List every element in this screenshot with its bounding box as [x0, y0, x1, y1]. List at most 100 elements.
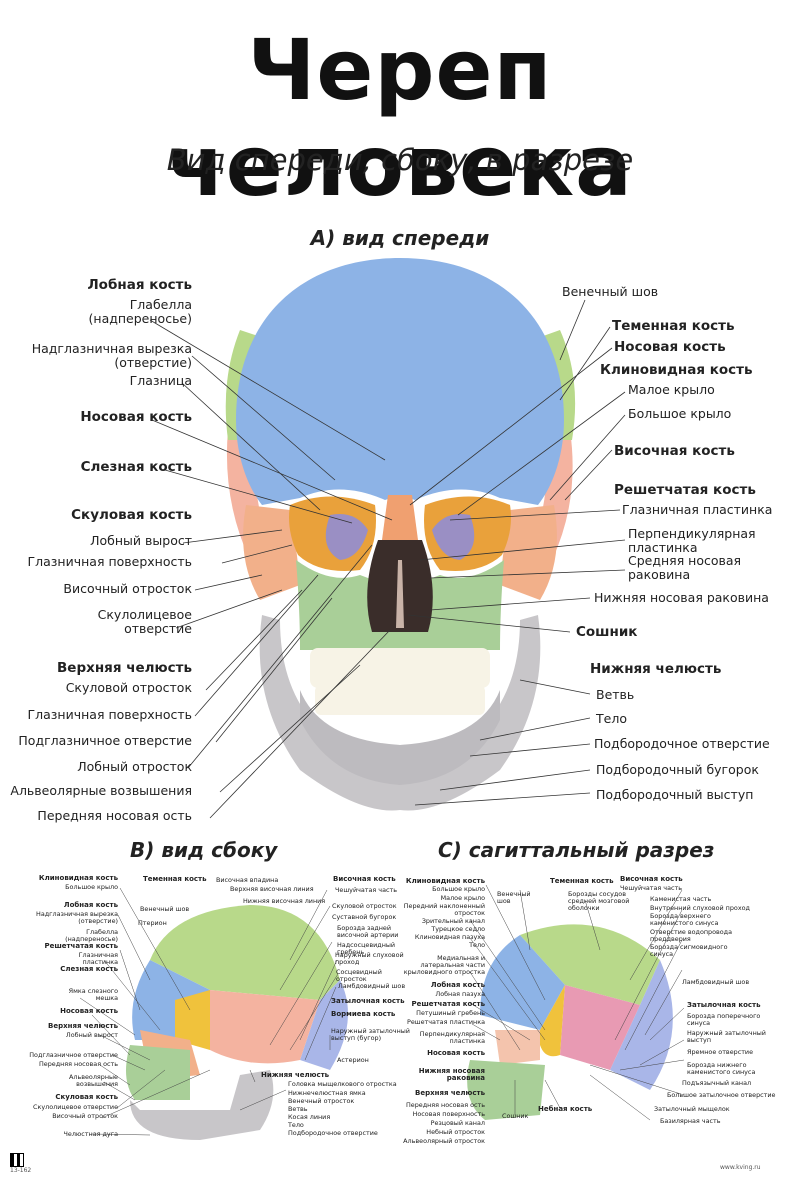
side-temporal [210, 990, 320, 1064]
sag-left-label: Передний наклоненный отросток [403, 902, 485, 917]
side-right-label: Наружный затылочный выступ (бугор) [331, 1027, 410, 1042]
front-left-label: Скуловая кость [71, 507, 192, 523]
footer-code: 13-162 [10, 1167, 32, 1174]
side-sphenoid [175, 990, 210, 1050]
sag-right-label: Отверстие водопровода преддверия [650, 928, 733, 943]
side-left-label: Глазничная пластинка [78, 951, 118, 966]
side-left-label: Альвеолярные возвышения [69, 1073, 118, 1088]
side-left-label: Скуловая кость [55, 1093, 118, 1101]
front-leader-lines [149, 299, 626, 819]
front-right-label: Тело [596, 711, 627, 726]
side-left-label: Лобная кость [63, 901, 118, 909]
side-left-label: Надглазничная вырезка (отверстие) [36, 910, 118, 925]
sag-right-label: Базилярная часть [660, 1117, 721, 1125]
front-left-label: Надглазничная вырезка (отверстие) [31, 341, 192, 370]
sag-top-label: Теменная кость [550, 877, 614, 885]
sag-top-label: Борозды сосудов средней мозговой оболочк… [568, 890, 630, 912]
sag-right-label: Борозда нижнего каменистого синуса [687, 1061, 756, 1076]
sagittal-leader-lines [469, 884, 685, 1121]
sag-left-label: Решетчатая пластинка [406, 1018, 485, 1026]
front-left-label: Глазница [129, 373, 192, 388]
sag-left-label: Лобная кость [430, 981, 485, 989]
front-left-label: Лобная кость [87, 277, 192, 293]
front-right-label: Подбородочный бугорок [596, 762, 759, 777]
vomer [396, 560, 404, 628]
sag-right-label: Подъязычный канал [682, 1079, 752, 1087]
side-bottom-label: Косая линия [288, 1113, 331, 1121]
sag-left-label: Носовая поверхность [412, 1110, 485, 1118]
side-right-label: Сосцевидный отросток [336, 968, 382, 983]
side-bottom-label: Венечный отросток [288, 1097, 355, 1105]
sag-left-label: Малое крыло [440, 894, 485, 902]
side-left-label: Клиновидная кость [38, 874, 118, 882]
zygomatic-right [500, 505, 557, 600]
front-right-label: Перпендикулярная пластинка [628, 526, 756, 555]
side-maxilla [126, 1045, 190, 1100]
qr-code-icon [10, 1153, 24, 1167]
sagittal-skull [467, 924, 673, 1120]
side-left-label: Слезная кость [60, 965, 118, 973]
front-right-label: Венечный шов [562, 284, 659, 299]
nasal-bone [382, 495, 418, 540]
side-bottom-label: Нижняя челюсть [261, 1071, 330, 1079]
front-right-label: Нижняя челюсть [590, 661, 722, 677]
sag-maxilla [467, 1060, 545, 1120]
sag-right-label: Внутренний слуховой проход [650, 904, 750, 912]
orbit-right-deep [432, 514, 475, 560]
side-left-label: Подглазничное отверстие [29, 1051, 118, 1059]
front-left-label: Височный отросток [63, 581, 192, 596]
sag-left-label: Верхняя челюсть [415, 1089, 485, 1097]
sag-left-label: Зрительный канал [421, 917, 485, 925]
front-left-label: Альвеолярные возвышения [10, 783, 192, 798]
upper-teeth [310, 648, 490, 688]
side-bottom-label: Ветвь [288, 1105, 308, 1113]
sag-left-label: Нижняя носовая раковина [418, 1067, 485, 1082]
side-right-label: Астерион [337, 1056, 369, 1064]
sag-left-label: Медиальная и латеральная части крыловидн… [403, 954, 485, 976]
sag-left-label: Тело [469, 941, 485, 949]
front-left-label: Подглазничное отверстие [18, 733, 192, 748]
side-bottom-label: Тело [288, 1121, 304, 1129]
side-right-label: Суставной бугорок [332, 913, 397, 921]
sag-right-label: Большое затылочное отверстие [667, 1091, 776, 1099]
sag-parietal [520, 924, 660, 1005]
side-left-label: Передняя носовая ость [38, 1060, 118, 1068]
sag-ethmoid [495, 1030, 540, 1065]
front-right-label: Теменная кость [612, 318, 735, 334]
sag-right-label: Яремное отверстие [687, 1048, 754, 1056]
side-leader-lines [79, 887, 339, 1136]
sag-left-label: Турецкое седло [431, 925, 485, 933]
front-left-label: Глабелла (надпереносье) [88, 297, 192, 326]
side-left-label: Ямка слезного мешка [68, 987, 118, 1002]
front-right-label: Ветвь [596, 687, 635, 702]
sag-right-label: Борозда сигмовидного синуса [650, 943, 728, 958]
sag-occipital [610, 960, 673, 1090]
side-right-label: Чешуйчатая часть [335, 886, 397, 894]
sag-right-label: Борозда поперечного синуса [687, 1012, 761, 1027]
front-right-label: Малое крыло [628, 382, 715, 397]
front-left-label: Лобный отросток [77, 759, 192, 774]
side-right-label: Вормиева кость [331, 1010, 396, 1018]
sag-temporal [560, 985, 640, 1070]
front-left-label: Лобный вырост [90, 533, 192, 548]
sag-left-label: Носовая кость [427, 1049, 485, 1057]
front-right-label: Решетчатая кость [614, 482, 756, 498]
side-left-label: Носовая кость [60, 1007, 118, 1015]
front-left-label: Скуловой отросток [65, 680, 192, 695]
side-mandible [130, 1070, 274, 1140]
sag-right-label: Височная кость [620, 875, 683, 883]
side-top-label: Височная впадина [216, 876, 279, 884]
front-right-label: Подбородочный выступ [596, 787, 754, 802]
sag-left-label: Клиновидная пазуха [414, 933, 485, 941]
sag-left-label: Большое крыло [432, 885, 485, 893]
side-left-label: Глабелла (надпереносье) [65, 928, 118, 943]
mandible [259, 615, 541, 811]
side-top-label: Венечный шов [140, 905, 190, 913]
front-right-label: Сошник [576, 624, 638, 640]
front-left-label: Глазничная поверхность [27, 554, 192, 569]
side-right-label: Ламбдовидный шов [338, 982, 406, 990]
side-left-label: Скулолицевое отверстие [33, 1103, 118, 1111]
side-right-label: Борозда задней височной артерии [337, 924, 399, 939]
sag-right-label: Каменистая часть [650, 895, 712, 903]
